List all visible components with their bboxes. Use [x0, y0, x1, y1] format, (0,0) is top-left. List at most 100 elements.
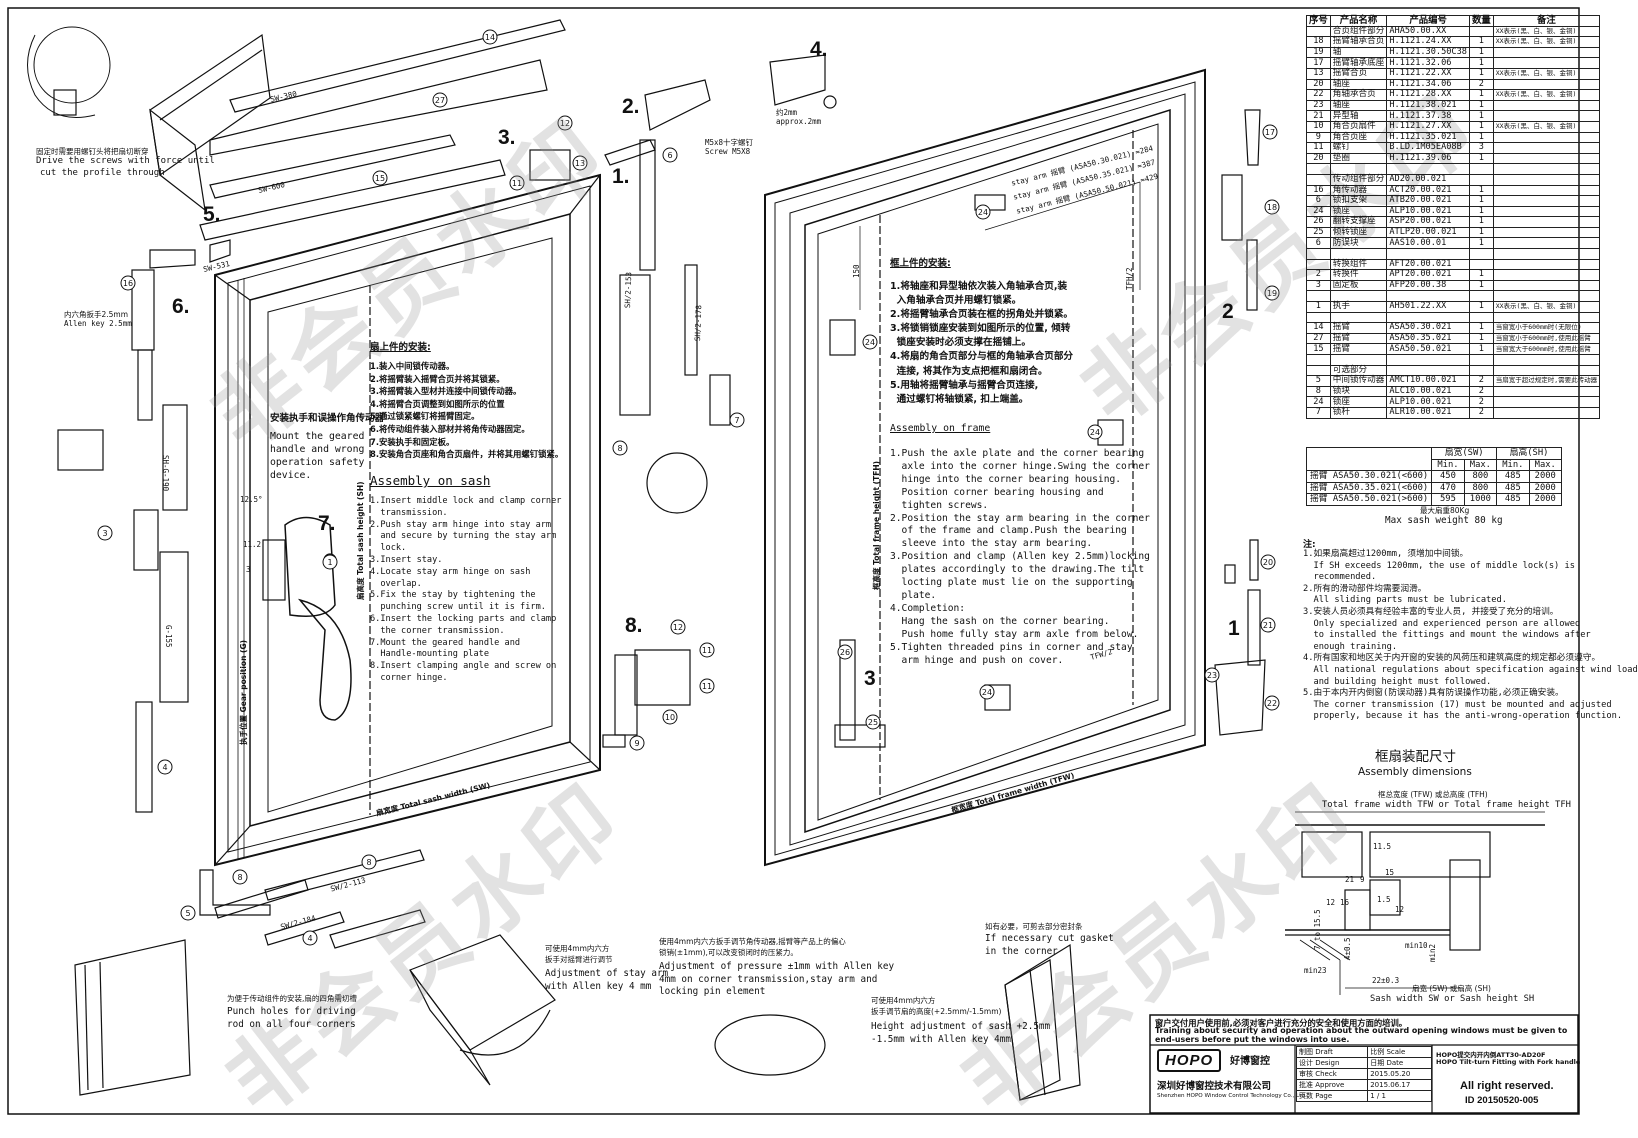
dims-table-cell: 1000 [1463, 493, 1498, 506]
top-drive-rods [149, 19, 566, 269]
parts-table-cell: 摇臂 [1329, 343, 1388, 355]
parts-table-cell [1492, 152, 1601, 165]
notes-title: 注: [1303, 540, 1316, 550]
svg-text:11: 11 [512, 179, 522, 188]
col-header: 备注 [1492, 15, 1601, 27]
parts-table-cell: XX表示(黑、白、银、金铜) [1492, 120, 1601, 133]
gasket-cn: 如有必要，可剪去部分密封条 [985, 922, 1083, 931]
right-hardware [1214, 109, 1266, 736]
parts-table-cell [1386, 248, 1470, 260]
parts-table-cell: 1 [1468, 152, 1494, 165]
parts-table-cell: AH501.22.XX [1386, 301, 1470, 313]
product-cn: HOPO提交内开内倒ATT30-AD20F [1436, 1051, 1546, 1059]
parts-table-cell: 当窗宽大于600mm时,使用此摇臂 [1492, 343, 1601, 355]
parts-table-cell: ASA50.50.021 [1386, 343, 1470, 355]
svg-text:8: 8 [366, 858, 371, 867]
parts-table-cell [1492, 46, 1601, 59]
dim-sh2-153: SH/2-153 [623, 271, 634, 309]
parts-table-cell: ALP10.00.021 [1386, 205, 1470, 218]
frame-assembly-title-en: Assembly on frame [890, 423, 991, 434]
parts-table-cell: ALC10.00.021 [1386, 385, 1470, 398]
dims-table-cell: 470 [1431, 481, 1465, 494]
doc-id: ID 20150520-005 [1465, 1095, 1539, 1106]
warning-cn: 窗户交付用户使用前,必须对客户进行充分的安全和使用方面的培训。 [1155, 1018, 1408, 1028]
frame-height-label: 框高度 Total frame height (TFH) [872, 460, 881, 590]
parts-table-cell [1492, 269, 1601, 281]
dim-sh-g-190: SH-G-190 [161, 455, 170, 492]
technical-drawing: 14 27 15 12 13 11 6 16 3 4 1 8 7 12 11 1… [7, 7, 1580, 1115]
parts-table-cell [1468, 311, 1494, 324]
parts-table-cell: ATLP20.00.021 [1386, 226, 1470, 239]
parts-table-cell: H.1121.32.06 [1386, 57, 1470, 69]
parts-table-cell: 18 [1306, 36, 1331, 48]
parts-table-cell [1386, 163, 1470, 175]
parts-table-cell [1306, 258, 1331, 271]
product-en: HOPO Tilt-turn Fitting with Fork handle [1436, 1058, 1581, 1066]
dims-min: Min. [1431, 458, 1465, 471]
parts-table-cell [1329, 248, 1388, 260]
parts-table-cell [1468, 354, 1494, 366]
svg-text:14: 14 [485, 33, 495, 42]
left-hardware [53, 89, 189, 813]
svg-text:19: 19 [1267, 289, 1277, 298]
parts-table-cell: 翻转支撑座 [1329, 216, 1388, 228]
geared-handle-cn: 安装执手和误操作角传动器 [270, 413, 385, 424]
parts-table-cell [1468, 163, 1494, 175]
approx-2mm-label: 约2mm approx.2mm [776, 108, 822, 126]
dims-max: Max. [1528, 458, 1563, 471]
dim-value: 15 [1385, 868, 1395, 877]
parts-table-cell [1492, 226, 1601, 239]
parts-table-cell: 轴座 [1329, 99, 1388, 112]
parts-table-cell: ACT20.00.021 [1386, 184, 1470, 197]
svg-text:4: 4 [162, 763, 167, 772]
parts-table-cell: 11 [1306, 142, 1331, 154]
max-weight-en: Max sash weight 80 kg [1385, 515, 1503, 526]
sash-height-label: 扇高度 Total sash height (SH) [356, 481, 365, 600]
dim-value: min23 [1304, 966, 1327, 975]
parts-table-cell: 当窗宽小于600mm时,使用此摇臂 [1492, 332, 1601, 345]
dim-value: 21 [1345, 875, 1355, 884]
parts-table-cell [1492, 110, 1601, 122]
svg-text:23: 23 [1207, 671, 1217, 680]
drawing-sheet: 14 27 15 12 13 11 6 16 3 4 1 8 7 12 11 1… [7, 7, 1638, 1134]
parts-table-cell: 25 [1306, 226, 1331, 239]
brand-cn: 好博窗控 [1230, 1056, 1270, 1067]
dim-angle: 12.5° [240, 495, 263, 504]
dim-3: 3 [246, 565, 251, 574]
parts-table-cell: 摇臂 [1329, 322, 1388, 334]
gear-position-label: 执手位置 Gear position (G) [239, 639, 248, 745]
tb-cell: 制图 Draft [1295, 1046, 1369, 1058]
parts-table-cell: 23 [1306, 99, 1331, 112]
parts-table-row [1306, 311, 1601, 324]
parts-table-cell [1492, 163, 1601, 175]
parts-table-cell: 2 [1468, 406, 1494, 419]
frame-width-cn: 框总宽度 (TFW) 或总高度 (TFH) [1378, 790, 1488, 799]
tb-cell: 2015.05.20 [1367, 1068, 1432, 1080]
drive-screws-en-1: Drive the screws with force until [36, 156, 215, 166]
assembly-dims-title-cn: 框扇装配尺寸 [1375, 749, 1456, 765]
svg-text:26: 26 [840, 648, 850, 657]
parts-table-cell: 1 [1468, 343, 1494, 355]
parts-table-cell [1492, 131, 1601, 144]
parts-table-cell: 1 [1468, 120, 1494, 133]
parts-table-cell: H.1121.39.06 [1386, 152, 1470, 165]
dim-sh2-178: SH/2-178 [693, 304, 704, 342]
parts-table-cell [1492, 311, 1601, 324]
step-8: 8. [625, 614, 643, 637]
assembly-dims-title-en: Assembly dimensions [1358, 766, 1472, 778]
parts-table-cell: AD20.00.021 [1386, 173, 1470, 186]
svg-text:6: 6 [667, 151, 672, 160]
step-4: 4. [810, 38, 828, 61]
parts-table-cell [1492, 216, 1601, 228]
parts-table-row: 可选部分 [1306, 364, 1601, 377]
parts-table-cell: 传动组件部分 [1329, 173, 1388, 186]
dim-value: 16 [1340, 898, 1350, 907]
parts-table-cell: 摇臂轴承合页 [1329, 36, 1388, 48]
parts-table-cell [1492, 406, 1601, 419]
parts-table-cell [1468, 248, 1494, 260]
parts-table-cell: 1 [1468, 216, 1494, 228]
svg-text:3: 3 [102, 529, 107, 538]
